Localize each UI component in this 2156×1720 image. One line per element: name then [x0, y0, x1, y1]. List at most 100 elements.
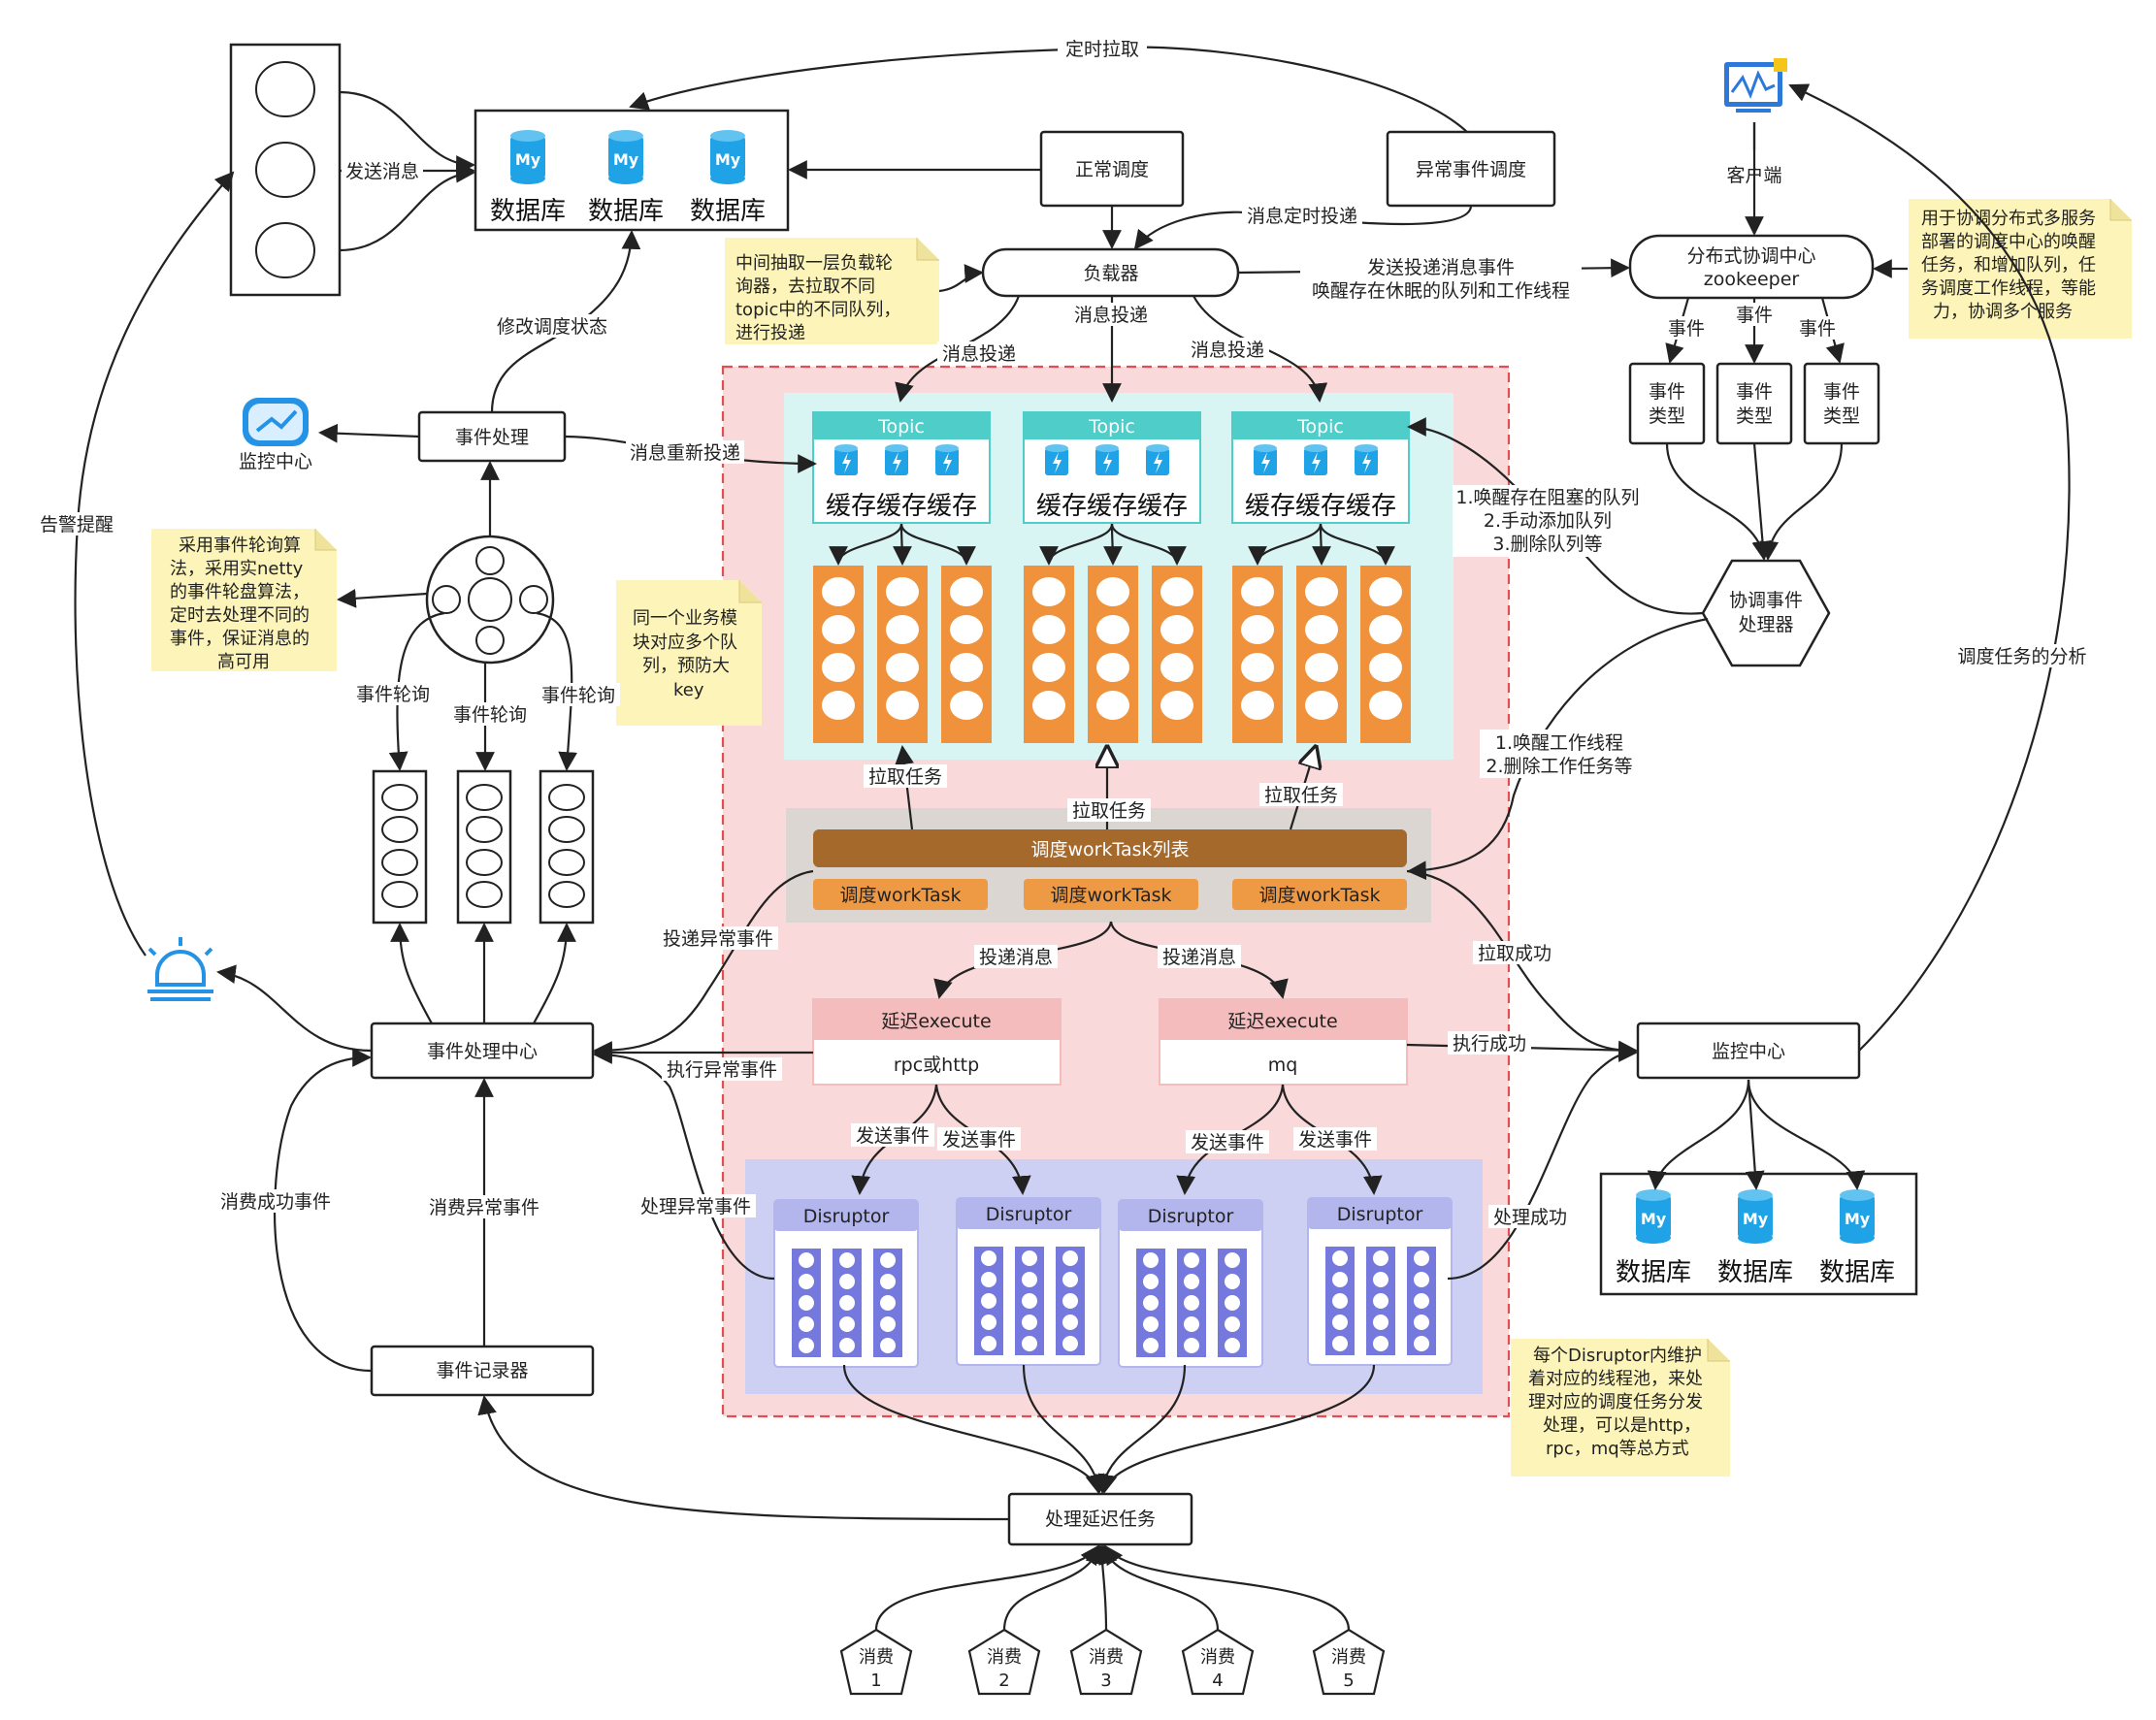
edge-label: 投递异常事件: [663, 928, 773, 950]
note-line: 事件，保证消息的: [170, 629, 310, 649]
edge-label: 拉取任务: [868, 766, 942, 788]
event-type-label: 类型: [1649, 406, 1685, 427]
zookeeper-label-2: zookeeper: [1704, 269, 1800, 290]
queue-column: [1296, 523, 1347, 743]
cache-db-icon: [834, 444, 858, 475]
cache-db-icon: [1355, 444, 1378, 475]
edge-label: 发送事件: [1191, 1132, 1264, 1153]
database-label: 数据库: [1819, 1258, 1895, 1287]
mysql-icon: My: [1636, 1189, 1671, 1244]
note-line: topic中的不同队列，: [735, 300, 900, 320]
edge-label: 执行异常事件: [667, 1059, 777, 1081]
edge-label: 唤醒存在休眠的队列和工作线程: [1312, 280, 1570, 302]
edge-label: 发送投递消息事件: [1367, 257, 1515, 278]
note-line: key: [673, 680, 704, 700]
cache-db-icon: [1045, 444, 1068, 475]
edge-label: 2.手动添加队列: [1484, 510, 1612, 532]
worktask-label: 调度workTask: [840, 885, 962, 906]
coordinator-node[interactable]: [1701, 559, 1831, 667]
execute-mq[interactable]: 延迟execute mq: [1159, 998, 1408, 1086]
event-type-label: 事件: [1736, 381, 1773, 403]
worktask-list-bar: [813, 829, 1407, 867]
note-line: 中间抽取一层负载轮: [735, 253, 893, 274]
edge-label: 发送事件: [942, 1129, 1016, 1151]
event-recorder-label: 事件记录器: [436, 1360, 528, 1381]
disruptor-note: 每个Disruptor内维护 着对应的线程池，来处 理对应的调度任务分发 处理，…: [1511, 1339, 1730, 1477]
note-line: 块对应多个队: [633, 633, 737, 653]
topic-label: Topic: [1296, 416, 1344, 438]
event-type-node-1[interactable]: [1628, 362, 1706, 445]
database-bottom-3: My 数据库: [1819, 1189, 1895, 1287]
consumer-label: 消费: [1200, 1647, 1235, 1668]
consumer-2[interactable]: 消费2: [967, 1628, 1041, 1696]
disruptor-label: Disruptor: [986, 1204, 1072, 1225]
cache-label: 缓存缓存缓存: [1245, 492, 1396, 521]
worktask-items: 调度workTask 调度workTask 调度workTask: [813, 879, 1407, 910]
disruptor-2[interactable]: Disruptor: [956, 1197, 1101, 1366]
execute-rpc[interactable]: 延迟execute rpc或http: [812, 998, 1062, 1086]
edge-label: 事件轮询: [356, 684, 430, 705]
coordinator-label-1: 协调事件: [1729, 590, 1803, 611]
poll-queue-1: [372, 769, 428, 925]
abnormal-schedule-label: 异常事件调度: [1416, 159, 1526, 180]
worktask-item-1[interactable]: 调度workTask: [813, 879, 988, 910]
event-type-label: 事件: [1649, 381, 1685, 403]
event-processing-label: 事件处理: [455, 427, 529, 448]
database-top-2: My 数据库: [588, 130, 664, 226]
edge-label: 告警提醒: [40, 514, 114, 535]
mysql-icon: My: [510, 130, 545, 184]
event-type-node-2[interactable]: [1715, 362, 1793, 445]
database-bottom-1: My 数据库: [1616, 1189, 1691, 1287]
mysql-label: My: [613, 150, 639, 169]
event-type-node-3[interactable]: [1803, 362, 1880, 445]
disruptor-3[interactable]: Disruptor: [1118, 1199, 1263, 1368]
edge-label: 事件轮询: [541, 685, 615, 706]
delay-execute-label: 延迟execute: [881, 1011, 991, 1032]
edge-label: 事件: [1736, 305, 1773, 326]
normal-schedule-label: 正常调度: [1075, 159, 1149, 180]
poll-queue-3: [539, 769, 595, 925]
edge-label: 事件: [1799, 318, 1836, 340]
worktask-item-2[interactable]: 调度workTask: [1024, 879, 1198, 910]
edge-label: 消息投递: [1191, 340, 1264, 361]
worktask-label: 调度workTask: [1259, 885, 1381, 906]
consumer-number: 4: [1212, 1671, 1223, 1691]
edge-label: 1.唤醒工作线程: [1495, 732, 1623, 754]
queue-column: [813, 523, 903, 743]
consumer-5[interactable]: 消费5: [1312, 1628, 1386, 1696]
note-line: 用于协调分布式多服务: [1921, 209, 2096, 229]
edge-label: 投递消息: [1162, 947, 1236, 968]
database-label: 数据库: [1717, 1258, 1793, 1287]
consumer-1[interactable]: 消费1: [839, 1628, 913, 1696]
disruptor-1[interactable]: Disruptor: [773, 1199, 919, 1368]
queue-slot: [255, 61, 315, 117]
consumer-4[interactable]: 消费 4: [1181, 1628, 1255, 1696]
consumer-number: 5: [1343, 1671, 1354, 1691]
queue-slot: [255, 222, 315, 278]
note-line: 理对应的调度任务分发: [1528, 1392, 1703, 1412]
edge-label: 1.唤醒存在阻塞的队列: [1455, 487, 1639, 508]
queue-slot: [255, 142, 315, 198]
consumer-label: 消费: [987, 1647, 1022, 1668]
monitor-cloud-icon: [243, 398, 309, 446]
note-line: 每个Disruptor内维护: [1533, 1346, 1702, 1366]
mysql-label: My: [1743, 1210, 1769, 1228]
disruptor-4[interactable]: Disruptor: [1307, 1197, 1453, 1366]
mysql-label: My: [1641, 1210, 1667, 1228]
consumer-3[interactable]: 消费3: [1069, 1628, 1143, 1696]
queue-column: [1088, 523, 1138, 743]
zookeeper-node[interactable]: [1628, 234, 1875, 300]
mq-label: mq: [1268, 1055, 1298, 1076]
cache-label: 缓存缓存缓存: [1036, 492, 1188, 521]
note-line: 列，预防大: [642, 656, 730, 676]
database-label: 数据库: [490, 197, 566, 226]
edge-label: 消息定时投递: [1247, 206, 1357, 227]
edge-label: 消费异常事件: [429, 1197, 539, 1218]
worktask-item-3[interactable]: 调度workTask: [1232, 879, 1407, 910]
worktask-label: 调度workTask: [1051, 885, 1172, 906]
load-balance-note: 中间抽取一层负载轮 询器，去拉取不同 topic中的不同队列， 进行投递: [725, 238, 939, 344]
note-line: 任务，和增加队列，任: [1921, 255, 2096, 276]
